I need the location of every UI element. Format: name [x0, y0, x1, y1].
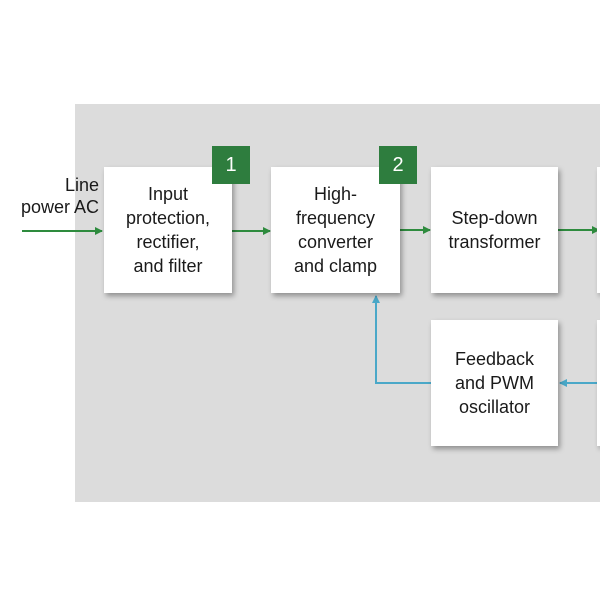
block-offscreen-upper — [597, 167, 600, 293]
block-input-filter: Input protection, rectifier, and filter — [104, 167, 232, 293]
input-label: Line power AC — [20, 175, 99, 217]
block-offscreen-lower — [597, 320, 600, 446]
badge-1: 1 — [212, 146, 250, 184]
arrow-feedback-to-converter — [372, 295, 431, 384]
block-step-down: Step-down transformer — [431, 167, 558, 293]
block-feedback: Feedback and PWM oscillator — [431, 320, 558, 446]
badge-2: 2 — [379, 146, 417, 184]
block-hf-converter: High- frequency converter and clamp — [271, 167, 400, 293]
